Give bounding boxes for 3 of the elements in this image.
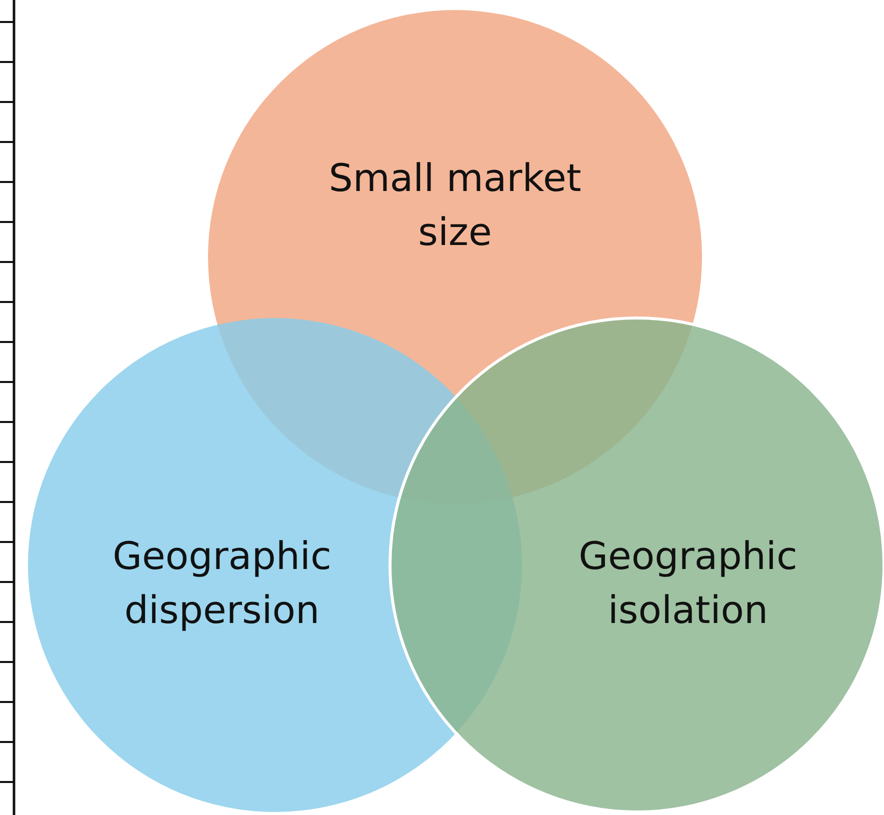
- circle-label: Small market size: [328, 155, 582, 256]
- circle-label: Geographic dispersion: [112, 533, 332, 634]
- circle-label: Geographic isolation: [578, 533, 798, 634]
